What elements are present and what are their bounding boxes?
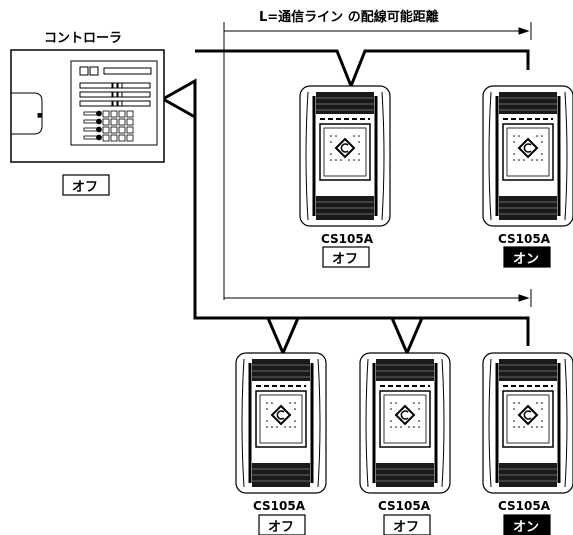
unit-state-badge-on	[503, 514, 551, 535]
distance-arrow-top	[223, 22, 532, 300]
unit-state-label: オフ	[393, 520, 419, 535]
unit-state-label: オフ	[332, 252, 358, 267]
card-reader-icon	[481, 351, 573, 495]
controller-state-label: オフ	[72, 180, 98, 195]
unit-model-label: CS105A	[253, 499, 306, 513]
controller-keys-left	[79, 82, 118, 107]
card-reader-icon	[234, 351, 328, 495]
reader-unit	[358, 351, 452, 495]
controller-keys-right	[117, 82, 151, 107]
wiring-distance-label: L=通信ライン の配線可能距離	[259, 9, 439, 25]
controller-function-keys	[83, 110, 102, 141]
controller-state-box	[62, 174, 110, 196]
unit-model-label: CS105A	[498, 232, 551, 246]
unit-model-label: CS105A	[321, 232, 374, 246]
controller: コントローラ ■	[10, 31, 165, 196]
unit-state-label: オン	[513, 252, 539, 267]
reader-unit	[481, 351, 573, 495]
unit-state-box	[322, 246, 370, 268]
card-reader-icon	[358, 351, 452, 495]
controller-title: コントローラ	[44, 31, 122, 46]
card-reader-icon	[481, 84, 573, 228]
unit-model-label: CS105A	[498, 499, 551, 513]
unit-model-label: CS105A	[378, 499, 431, 513]
controller-door-mark-icon: ■	[37, 112, 43, 119]
controller-numeric-keypad	[102, 110, 134, 142]
reader-unit	[298, 84, 392, 228]
unit-state-badge-on	[503, 246, 551, 268]
card-reader-icon	[298, 84, 392, 228]
unit-state-label: オフ	[268, 520, 294, 535]
unit-state-label: オン	[513, 520, 539, 535]
controller-display	[103, 67, 152, 75]
controller-door	[11, 92, 43, 135]
unit-state-box	[383, 514, 431, 535]
reader-unit	[481, 84, 573, 228]
communication-line	[162, 49, 530, 357]
distance-arrow-bottom	[224, 289, 532, 307]
controller-indicator-icon	[79, 66, 89, 76]
reader-unit	[234, 351, 328, 495]
unit-state-box	[258, 514, 306, 535]
controller-indicator-icon	[89, 66, 99, 76]
